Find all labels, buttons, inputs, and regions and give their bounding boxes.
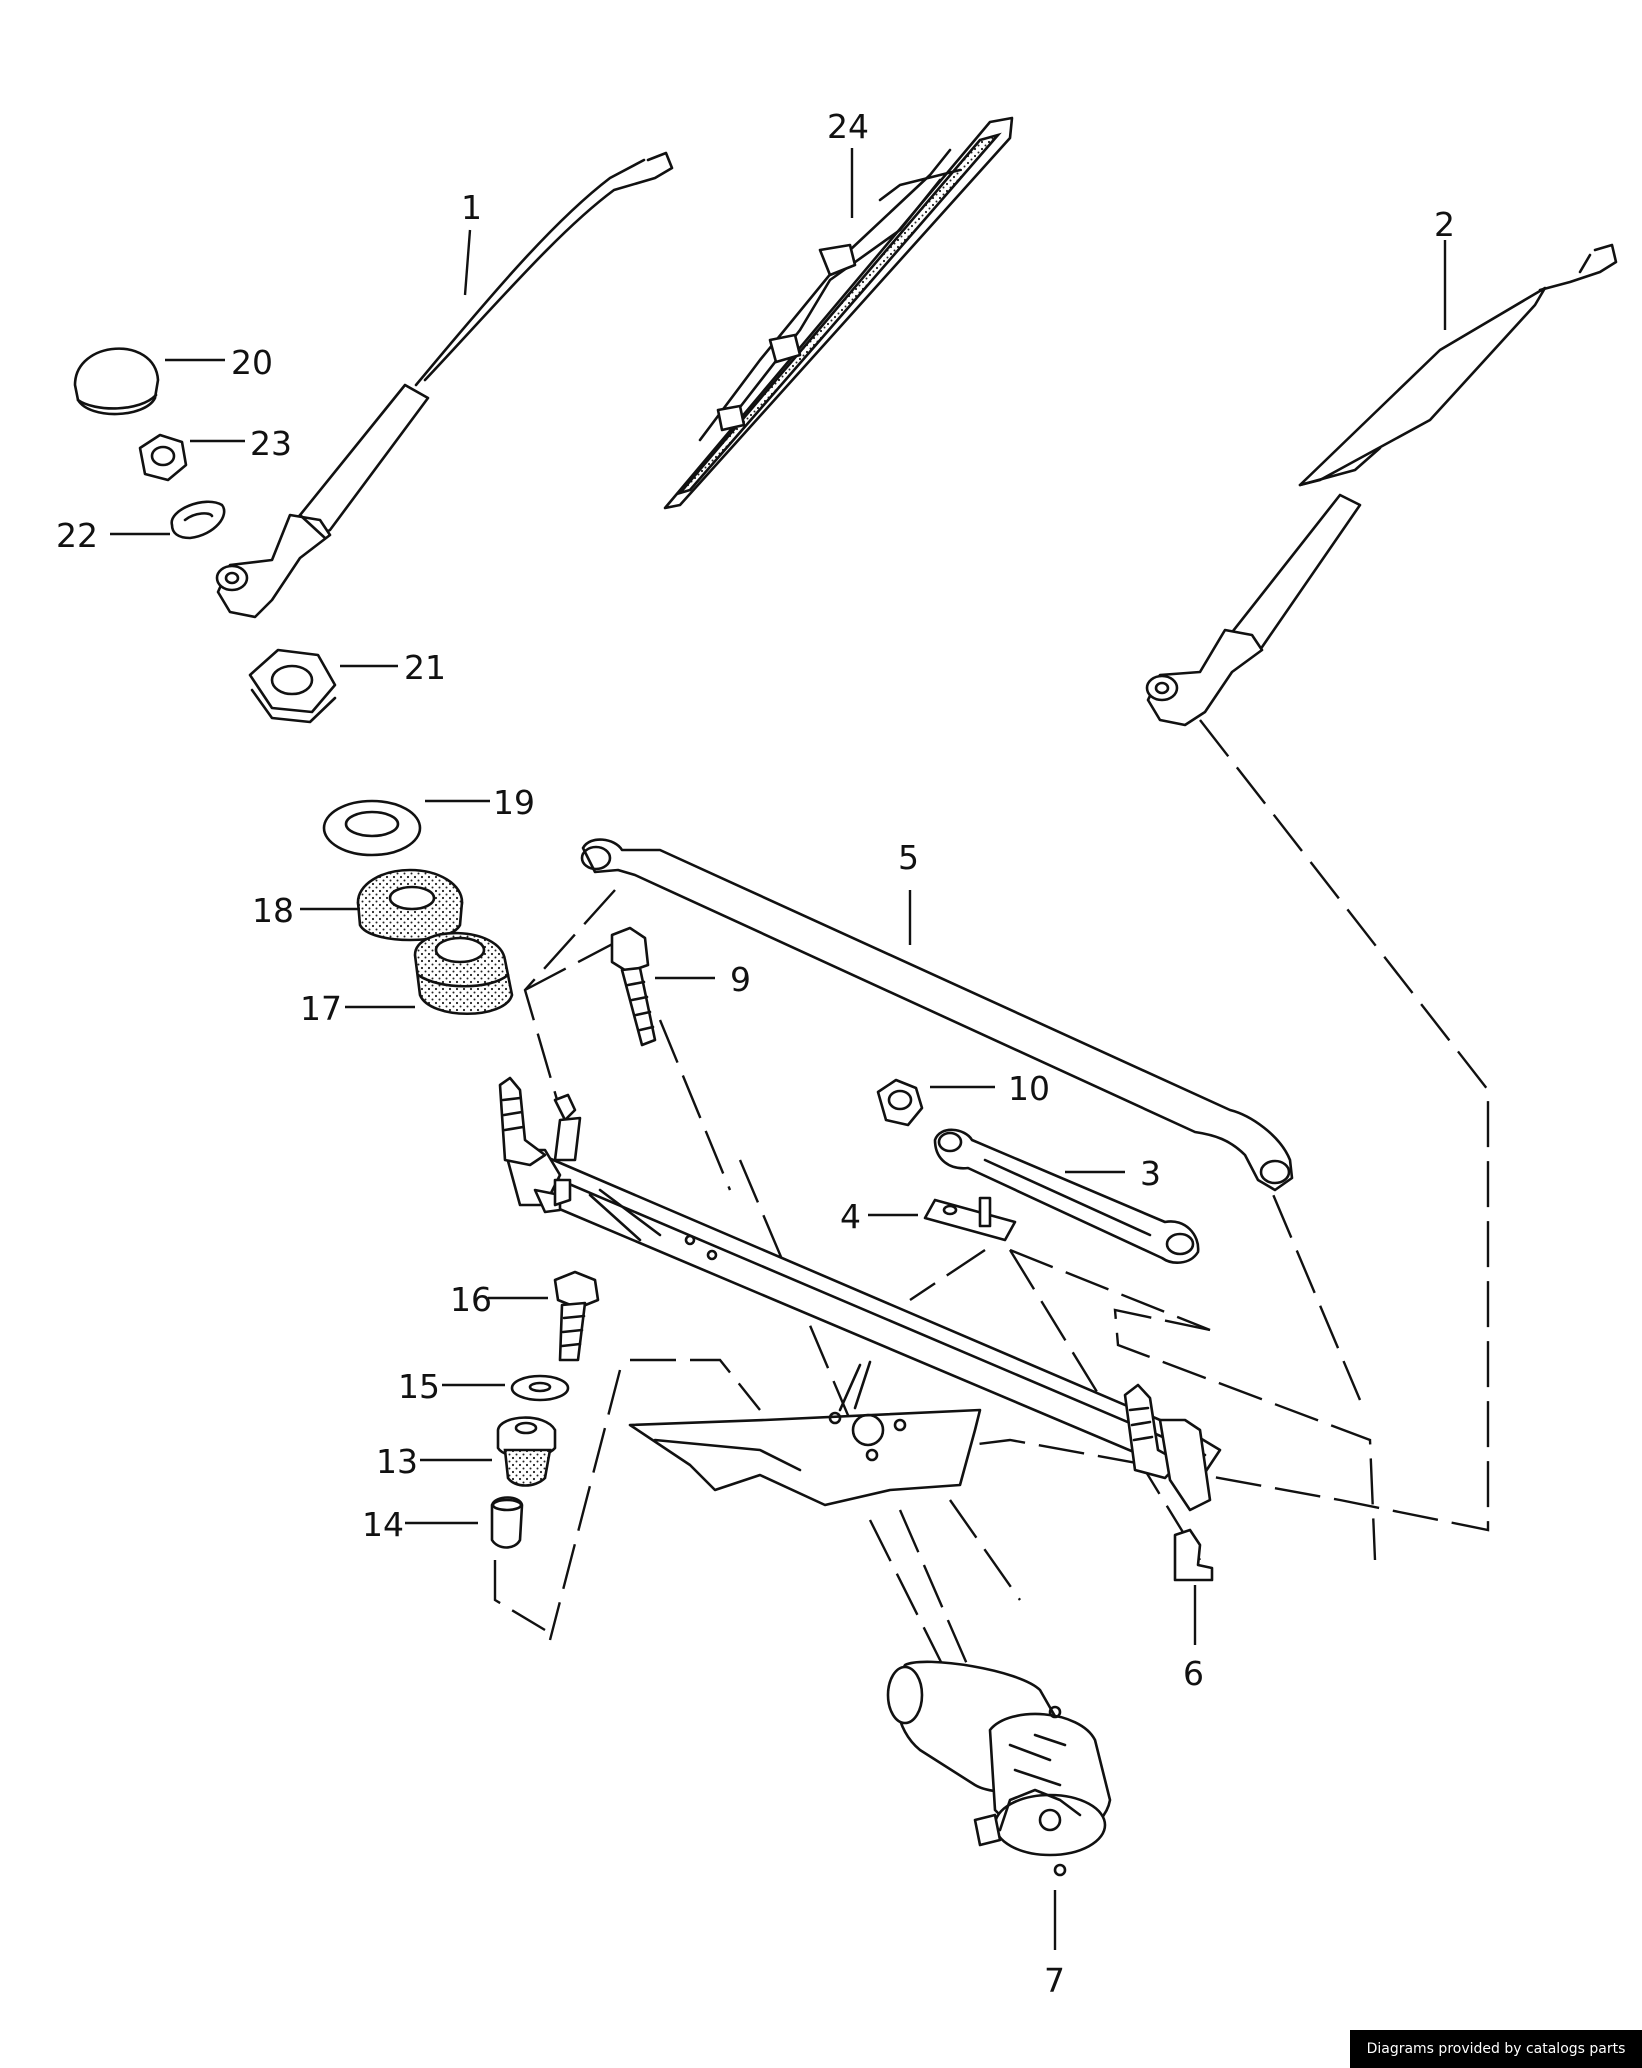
callout-24: 24 (827, 107, 869, 146)
bolt-9 (610, 926, 657, 1047)
washer-15 (510, 1374, 570, 1402)
callout-22: 22 (56, 516, 98, 555)
crank-link (933, 1128, 1200, 1264)
cap-20 (73, 347, 160, 416)
right-wiper-arm (1145, 243, 1618, 727)
callout-7: 7 (1044, 1961, 1065, 2000)
callout-2: 2 (1434, 205, 1455, 244)
nut-21 (248, 648, 337, 724)
callout-3: 3 (1140, 1154, 1161, 1193)
grommet-17 (413, 931, 514, 1016)
right-pivot (1123, 1383, 1214, 1582)
washer-22 (170, 500, 226, 540)
credit-text: Diagrams provided by catalogs parts (1366, 2041, 1626, 2057)
callout-16: 16 (450, 1280, 492, 1319)
callout-13: 13 (376, 1442, 418, 1481)
callout-5: 5 (898, 838, 919, 877)
drive-link (580, 838, 1294, 1192)
nut-10 (876, 1078, 924, 1127)
wiper-motor (886, 1660, 1112, 1877)
callout-10: 10 (1008, 1069, 1050, 1108)
nut-23 (138, 433, 188, 482)
diagram-credit-footer: Diagrams provided by catalogs parts (1350, 2030, 1642, 2068)
callout-21: 21 (404, 648, 446, 687)
callout-4: 4 (840, 1197, 861, 1236)
sleeve-14 (490, 1496, 524, 1549)
callout-20: 20 (231, 343, 273, 382)
callout-19: 19 (493, 783, 535, 822)
motor-bracket (628, 1360, 982, 1507)
bolt-16 (553, 1270, 600, 1362)
leader-lines (110, 148, 1447, 1950)
left-pivot (498, 1076, 582, 1167)
callout-1: 1 (461, 188, 482, 227)
bracket-4 (923, 1196, 1017, 1242)
callout-23: 23 (250, 424, 292, 463)
grommet-18 (356, 868, 464, 942)
callout-18: 18 (252, 891, 294, 930)
grommet-13 (496, 1416, 557, 1487)
callout-15: 15 (398, 1367, 440, 1406)
callout-9: 9 (730, 960, 751, 999)
callout-17: 17 (300, 989, 342, 1028)
callout-14: 14 (362, 1505, 404, 1544)
callout-6: 6 (1183, 1654, 1204, 1693)
wiper-blade (663, 116, 1014, 510)
left-wiper-arm (215, 151, 674, 619)
callout-numbers: 1 24 2 20 23 22 21 19 18 17 5 9 10 3 4 1… (56, 107, 1455, 2000)
washer-19 (322, 799, 422, 857)
